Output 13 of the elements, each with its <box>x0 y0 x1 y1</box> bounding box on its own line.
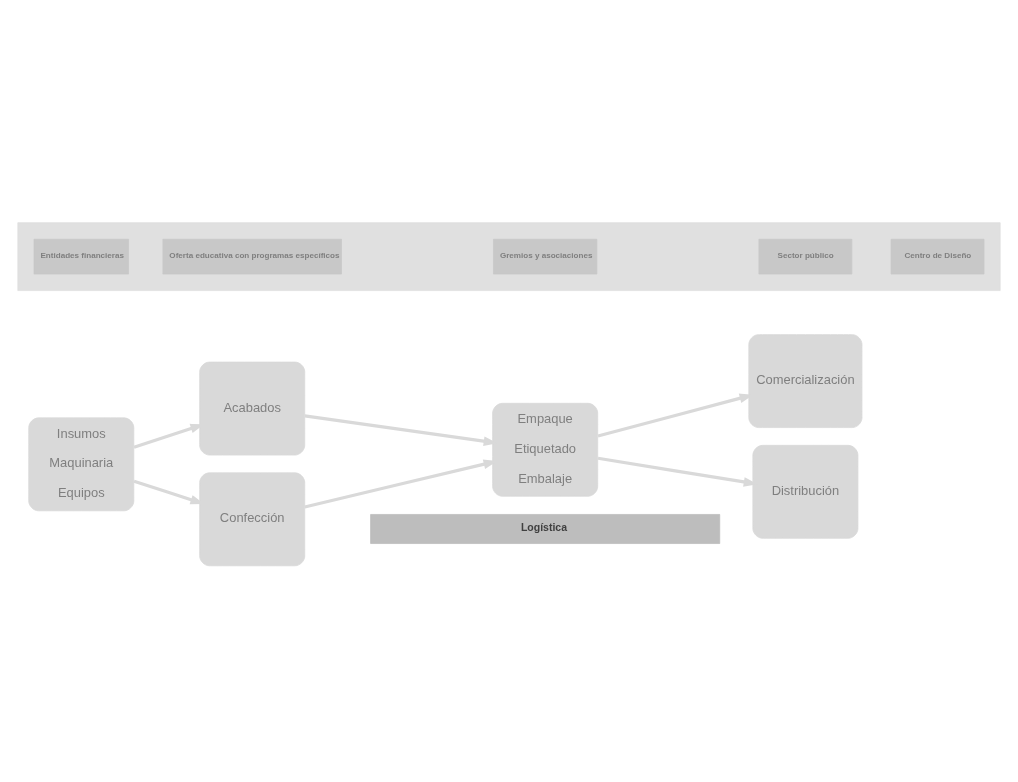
node-box: Sector público <box>758 238 853 275</box>
node-box: Empaque Etiquetado Embalaje <box>492 402 599 497</box>
node-box: Oferta educativa con programas específicos <box>162 238 342 275</box>
node-box: Comercialización <box>748 334 863 428</box>
node-box: Distribución <box>752 444 859 539</box>
node-box: Acabados <box>199 361 306 456</box>
node-box: Entidades financieras <box>33 238 129 275</box>
cluster <box>17 222 1001 291</box>
node-box: Gremios y asociaciones <box>493 238 598 275</box>
node-box: Centro de Diseño <box>890 238 985 275</box>
node-box: Confección <box>199 472 306 567</box>
node-box: Logística <box>370 514 721 544</box>
node-box: Insumos Maquinaria Equipos <box>28 417 135 512</box>
